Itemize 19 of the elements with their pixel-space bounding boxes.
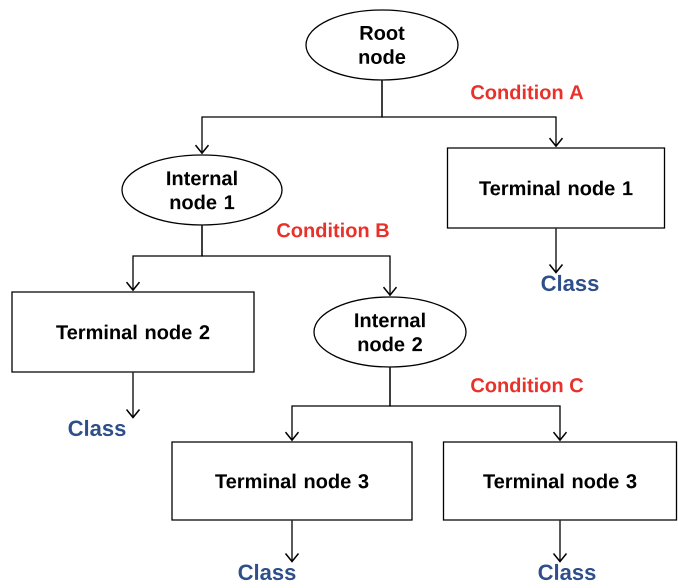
process-box: Terminal node 1	[446, 147, 666, 229]
process-box: Terminal node 3	[171, 441, 413, 521]
arrow	[126, 372, 140, 419]
condition-label: Condition A	[471, 84, 584, 100]
ellipse-node: Internal node 2	[313, 296, 467, 368]
arrow	[389, 368, 568, 442]
ellipse-node: Root node	[305, 9, 459, 81]
arrow	[284, 520, 300, 563]
condition-label: Condition C	[471, 378, 584, 392]
class-label: Class	[238, 564, 296, 580]
arrow	[548, 228, 564, 274]
arrow	[381, 80, 564, 148]
arrow	[201, 226, 398, 296]
process-box: Terminal node 3	[442, 441, 678, 521]
arrow	[552, 520, 568, 563]
process-box: Terminal node 2	[11, 291, 255, 373]
class-label: Class	[538, 564, 596, 580]
class-label: Class	[542, 274, 598, 292]
class-label: Class	[68, 420, 126, 436]
